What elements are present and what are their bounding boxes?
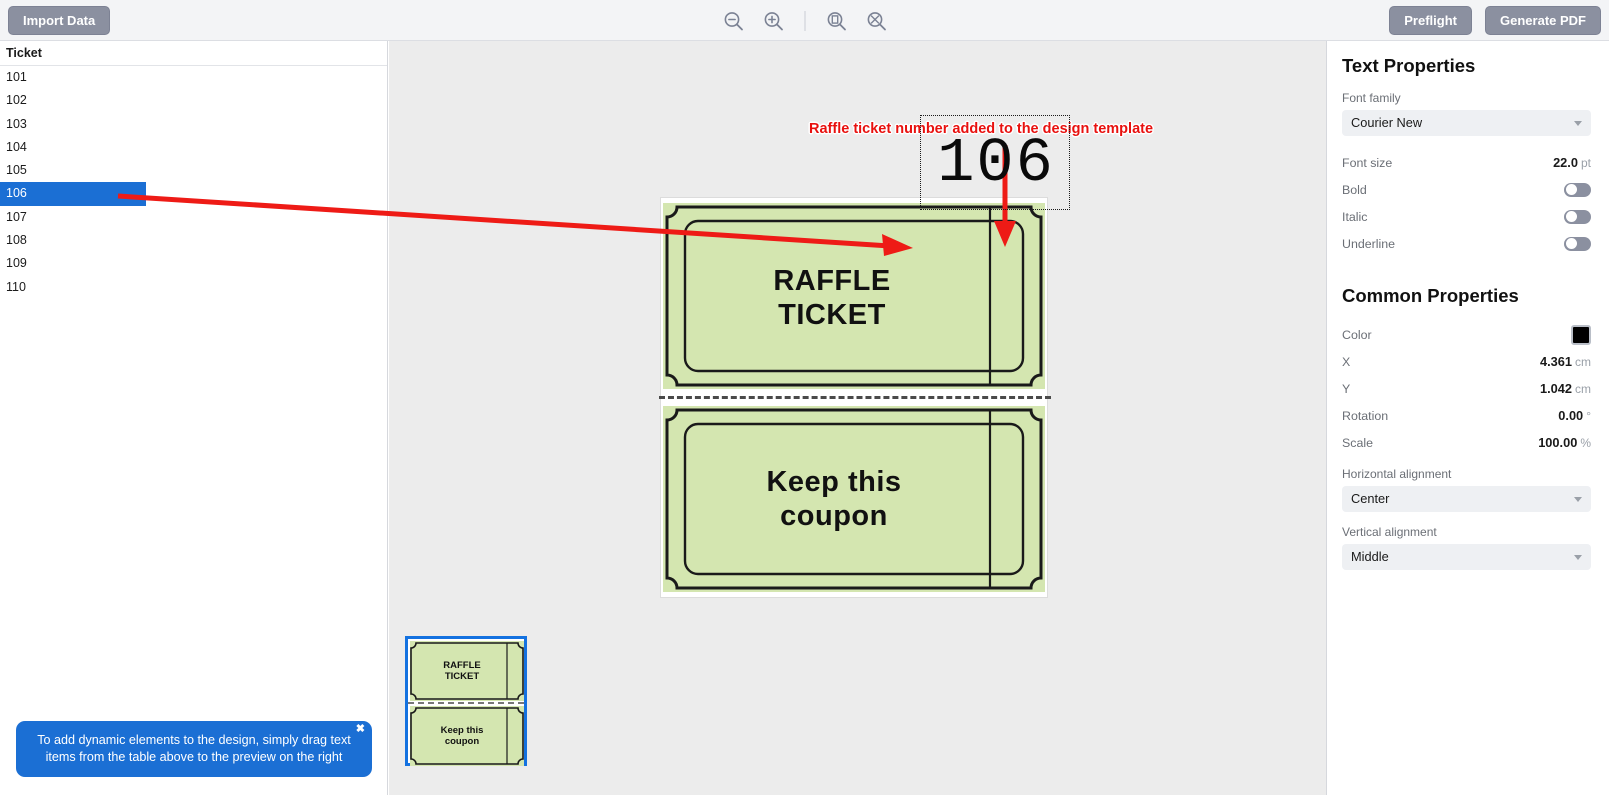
chevron-down-icon (1574, 555, 1582, 560)
rotation-unit: ° (1586, 409, 1591, 423)
top-toolbar: Import Data (0, 0, 1609, 41)
color-swatch[interactable] (1571, 324, 1591, 345)
italic-row: Italic (1342, 203, 1591, 230)
scale-label: Scale (1342, 435, 1373, 450)
table-row[interactable]: 104 (0, 135, 387, 160)
hint-notice-text: To add dynamic elements to the design, s… (37, 733, 351, 764)
scale-unit: % (1580, 436, 1591, 450)
zoom-out-icon[interactable] (719, 7, 747, 35)
rotation-value: 0.00 (1558, 408, 1584, 423)
color-label: Color (1342, 327, 1372, 342)
x-label: X (1342, 354, 1351, 369)
underline-row: Underline (1342, 230, 1591, 257)
zoom-fit-page-icon[interactable] (822, 7, 850, 35)
thumbnail-top-half: RAFFLE TICKET (410, 641, 524, 701)
font-size-label: Font size (1342, 155, 1393, 170)
properties-panel: Text Properties Font family Courier New … (1326, 41, 1609, 795)
y-value: 1.042 (1539, 381, 1572, 396)
underline-label: Underline (1342, 236, 1396, 251)
font-size-unit: pt (1580, 156, 1591, 170)
font-family-label: Font family (1342, 91, 1401, 105)
toggle-knob (1565, 238, 1577, 249)
font-size-value: 22.0 (1553, 155, 1578, 170)
table-row[interactable]: 106 (0, 182, 146, 206)
table-row[interactable]: 102 (0, 89, 387, 113)
vertical-alignment-value: Middle (1351, 549, 1389, 564)
bold-toggle[interactable] (1564, 182, 1591, 197)
preflight-button[interactable]: Preflight (1389, 6, 1472, 35)
bold-row: Bold (1342, 176, 1591, 203)
horizontal-alignment-select[interactable]: Center (1342, 486, 1591, 512)
thumbnail-bottom-half: Keep this coupon (410, 706, 524, 766)
thumbnail-tear-line (408, 702, 524, 704)
toggle-knob (1565, 184, 1577, 195)
zoom-in-icon[interactable] (759, 7, 787, 35)
zoom-reset-icon[interactable] (862, 7, 890, 35)
table-row[interactable]: 109 (0, 252, 387, 276)
import-data-button[interactable]: Import Data (8, 6, 111, 35)
close-icon[interactable]: ✖ (355, 723, 365, 735)
text-properties-title: Text Properties (1342, 55, 1476, 76)
bold-label: Bold (1342, 182, 1367, 197)
toggle-knob (1565, 211, 1577, 222)
table-row[interactable]: 107 (0, 205, 387, 230)
italic-toggle[interactable] (1564, 209, 1591, 224)
color-row: Color (1342, 321, 1591, 348)
scale-value: 100.00 (1538, 435, 1578, 450)
design-preview-canvas[interactable]: RAFFLE TICKET Keep this coupon (389, 41, 1326, 795)
chevron-down-icon (1574, 121, 1582, 126)
ticket-top-half[interactable]: RAFFLE TICKET (663, 203, 1045, 389)
italic-label: Italic (1342, 209, 1368, 224)
rotation-row: Rotation 0.00° (1342, 402, 1591, 429)
font-family-select[interactable]: Courier New (1342, 110, 1591, 136)
x-unit: cm (1575, 355, 1591, 369)
table-row[interactable]: 108 (0, 229, 387, 253)
generate-pdf-button[interactable]: Generate PDF (1485, 6, 1601, 35)
page-thumbnail[interactable]: RAFFLE TICKET Keep this coupon (405, 636, 527, 766)
chevron-down-icon (1574, 497, 1582, 502)
toolbar-divider (804, 10, 805, 31)
scale-row: Scale 100.00% (1342, 429, 1591, 456)
table-row[interactable]: 110 (0, 275, 387, 299)
table-row[interactable]: 101 (0, 66, 387, 90)
horizontal-alignment-value: Center (1351, 491, 1390, 506)
vertical-alignment-select[interactable]: Middle (1342, 544, 1591, 570)
table-row[interactable]: 103 (0, 112, 387, 136)
common-properties-title: Common Properties (1342, 285, 1519, 306)
font-family-value: Courier New (1351, 115, 1423, 130)
horizontal-alignment-label: Horizontal alignment (1342, 467, 1452, 481)
dynamic-text-field-value: 106 (937, 128, 1055, 199)
y-unit: cm (1575, 382, 1591, 396)
ticket-tear-line (659, 396, 1051, 399)
ticket-bottom-half[interactable]: Keep this coupon (663, 406, 1045, 592)
zoom-toolbar-group (719, 6, 890, 35)
scale-value-group[interactable]: 100.00% (1538, 435, 1591, 450)
design-page[interactable]: RAFFLE TICKET Keep this coupon (659, 198, 1051, 597)
y-label: Y (1342, 381, 1351, 396)
hint-notice: ✖ To add dynamic elements to the design,… (16, 721, 372, 777)
table-column-header-ticket: Ticket (0, 41, 387, 66)
table-row[interactable]: 105 (0, 159, 387, 183)
rotation-label: Rotation (1342, 408, 1389, 423)
rotation-value-group[interactable]: 0.00° (1558, 408, 1591, 423)
vertical-alignment-label: Vertical alignment (1342, 525, 1437, 539)
dynamic-text-field-selection[interactable]: 106 (920, 115, 1070, 210)
underline-toggle[interactable] (1564, 236, 1591, 251)
x-value: 4.361 (1539, 354, 1572, 369)
